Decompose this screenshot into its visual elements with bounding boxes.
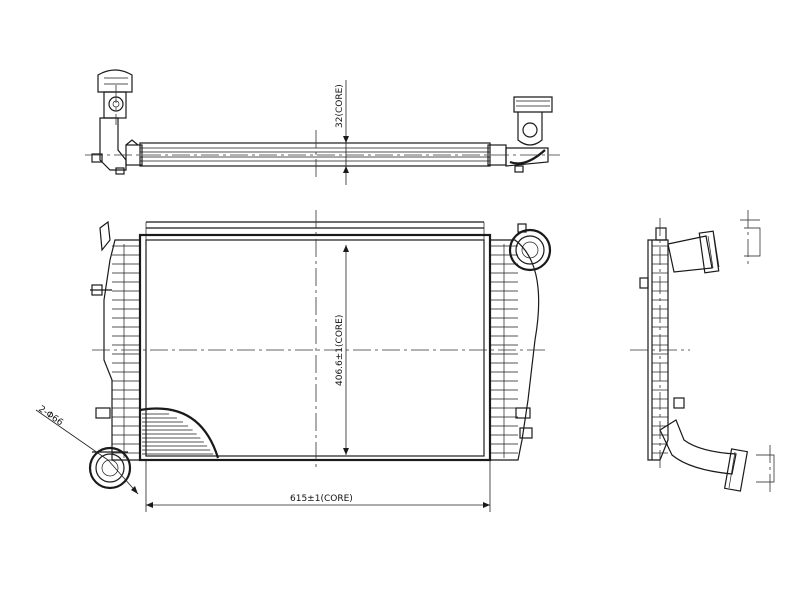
top-view: 32(CORE) <box>85 69 560 185</box>
front-view: 406.6±1(CORE) 615±1(CORE) 2-Φ66 <box>35 210 552 512</box>
core-thickness-label: 32(CORE) <box>335 84 345 128</box>
core-width-label: 615±1(CORE) <box>290 494 353 504</box>
right-tank <box>489 239 540 461</box>
fin-detail-sector <box>139 407 220 459</box>
top-left-inlet <box>91 69 139 175</box>
right-outlet-pipe <box>508 223 552 272</box>
core-height-label: 406.6±1(CORE) <box>335 315 345 386</box>
side-view <box>630 210 775 495</box>
left-tank <box>90 220 141 461</box>
left-inlet-pipe <box>88 446 132 490</box>
mounting-holes-label: 2-Φ66 <box>36 404 64 428</box>
top-right-outlet <box>505 96 553 173</box>
